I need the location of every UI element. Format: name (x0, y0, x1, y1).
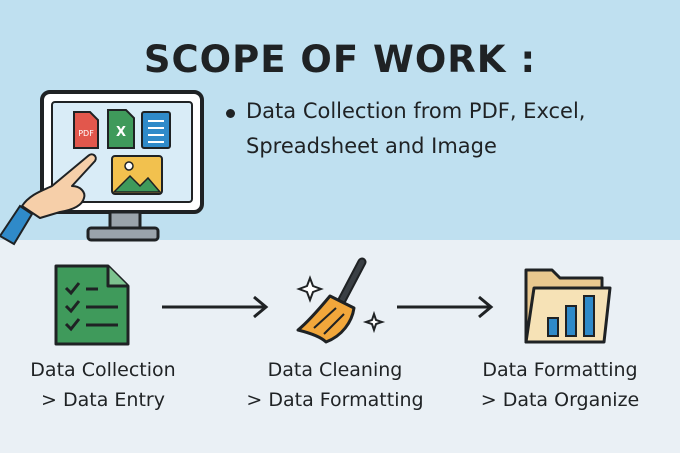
arrow-right-icon (397, 295, 494, 319)
svg-text:PDF: PDF (78, 129, 94, 138)
step-label-data-formatting: Data Formatting > Data Organize (460, 355, 660, 415)
step-label-line-1: Data Cleaning (267, 359, 403, 381)
bullet-text-line-1: Data Collection from PDF, Excel, (246, 99, 586, 123)
pdf-file-icon: PDF (73, 111, 99, 149)
spreadsheet-icon (141, 111, 171, 149)
step-label-line-1: Data Collection (30, 359, 176, 381)
bullet-dot (226, 109, 235, 118)
bullet-text-line-2: Spreadsheet and Image (246, 134, 497, 158)
image-file-icon (111, 155, 163, 195)
monitor-illustration: PDF X (0, 90, 204, 246)
pointing-hand-icon (0, 153, 97, 246)
step-label-line-2: > Data Formatting (246, 389, 424, 411)
step-label-data-collection: Data Collection > Data Entry (0, 355, 206, 415)
step-label-line-1: Data Formatting (482, 359, 638, 381)
broom-sparkle-icon (296, 257, 386, 344)
arrow-right-icon (162, 295, 269, 319)
svg-text:X: X (116, 125, 126, 140)
monitor-stand (108, 210, 142, 230)
checklist-document-icon (54, 264, 130, 346)
step-label-line-2: > Data Organize (480, 389, 640, 411)
step-label-line-2: > Data Entry (41, 389, 165, 411)
excel-file-icon: X (107, 109, 135, 149)
monitor-base (86, 226, 160, 242)
folder-bar-chart-icon (524, 268, 612, 344)
page-title: SCOPE OF WORK : (143, 38, 537, 81)
step-label-data-cleaning: Data Cleaning > Data Formatting (230, 355, 440, 415)
